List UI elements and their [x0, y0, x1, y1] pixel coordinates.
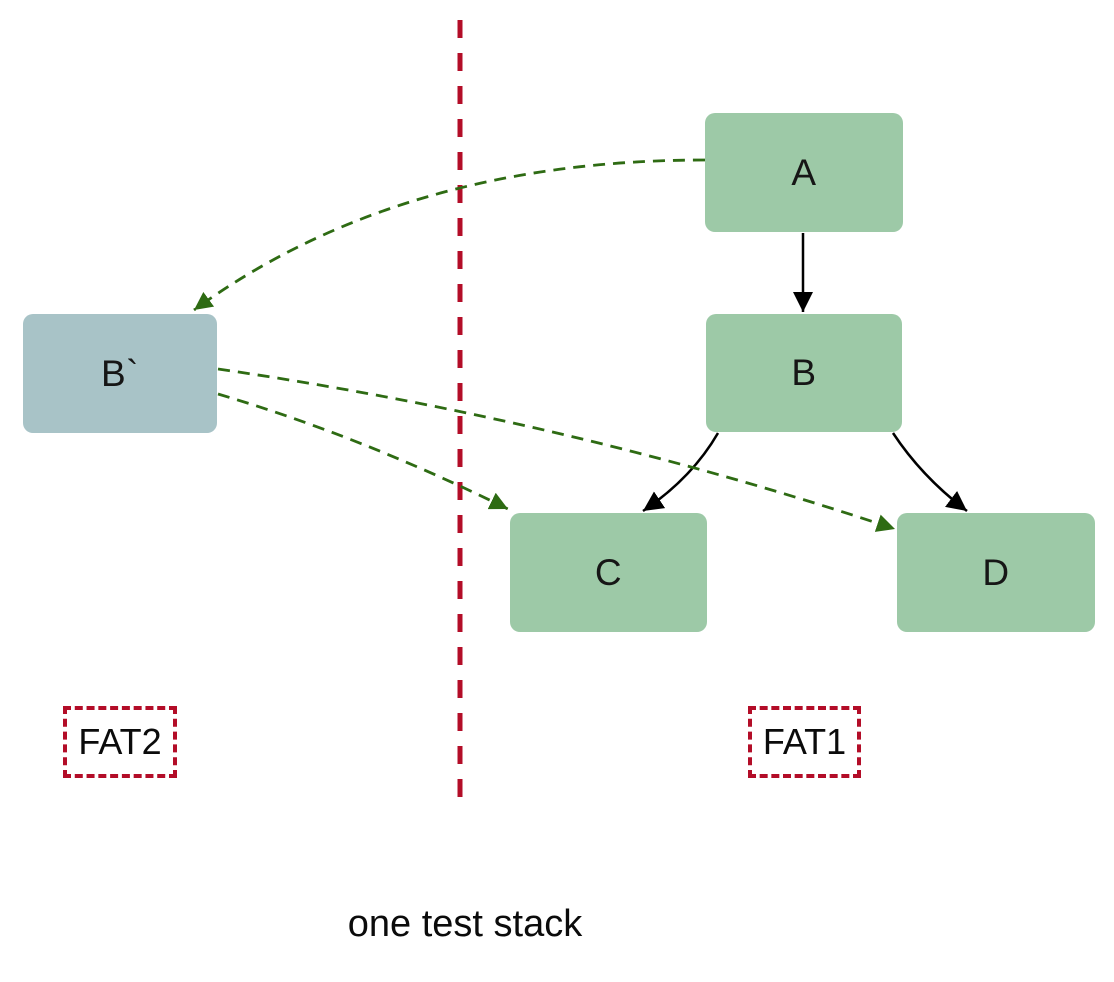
node-b-prime-label: B` [101, 352, 139, 394]
node-b-prime: B` [23, 314, 217, 433]
zone-label-fat1: FAT1 [748, 706, 861, 778]
zone-fat1-text: FAT1 [762, 721, 847, 762]
zone-label-fat2: FAT2 [63, 706, 177, 778]
zone-fat2-text: FAT2 [78, 721, 162, 762]
node-c: C [510, 513, 707, 632]
node-d: D [897, 513, 1095, 632]
node-a-label: A [791, 151, 817, 193]
edge-bprime-to-c-arrow [217, 392, 509, 511]
diagram-caption: one test stack [347, 903, 583, 945]
edge-b-to-d-arrow [891, 432, 968, 512]
node-b: B [706, 314, 902, 432]
node-a: A [705, 113, 903, 232]
node-b-label: B [791, 352, 817, 393]
edge-a-to-bprime-arrow [193, 158, 706, 312]
node-d-label: D [982, 551, 1010, 593]
node-c-label: C [594, 551, 623, 593]
edge-b-to-c-arrow [642, 432, 720, 513]
